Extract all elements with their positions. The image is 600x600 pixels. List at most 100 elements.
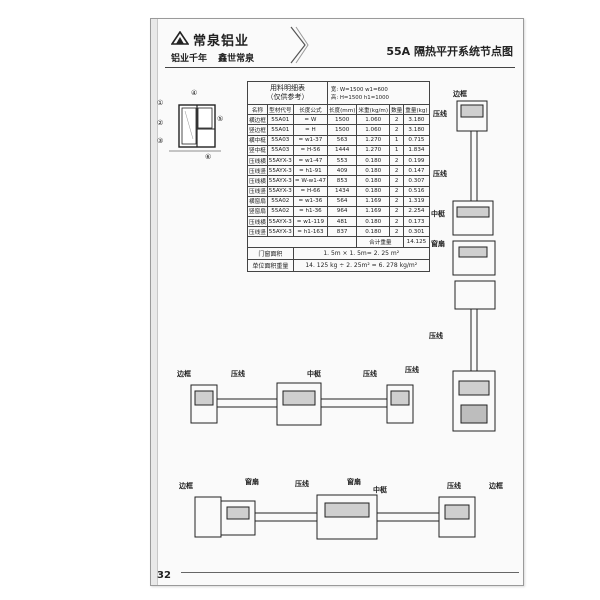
callout-row1-press1: 压线 — [231, 370, 245, 378]
slogan-part-2: 鑫世常泉 — [218, 54, 255, 64]
window-layout-thumbnail — [169, 104, 221, 152]
spec-cell: 2 — [389, 185, 405, 197]
spec-cell: 0.307 — [403, 175, 430, 187]
callout-row1-frame: 边框 — [177, 370, 191, 378]
spec-cell: 压线竖 — [247, 226, 268, 238]
spec-cell: 55A03 — [266, 134, 294, 146]
callout-sash-right: 窗扇 — [431, 240, 445, 248]
callout-row2-mullion: 中梃 — [373, 486, 387, 494]
spec-total-row: 合计重量 14.125 — [246, 236, 430, 248]
catalog-page: 常泉铝业 铝业千年 鑫世常泉 55A 隔热平开系统节点图 ① ② ③ ④ ⑤ ⑥… — [150, 18, 524, 586]
spec-header-row: 名称 型材代号 长度公式 长度(mm) 米重(kg/m) 数量 重量(kg) — [247, 103, 430, 116]
page-spine — [151, 19, 158, 585]
spec-cell: 2 — [389, 175, 405, 187]
spec-cell: 55A02 — [266, 195, 294, 207]
spec-cell: = w1-119 — [292, 216, 328, 228]
brand-banner: 常泉铝业 铝业千年 鑫世常泉 — [165, 27, 291, 64]
horizontal-section-row1 — [190, 382, 414, 426]
spec-cell: 2 — [389, 226, 405, 238]
spec-cell: 1.060 — [356, 124, 391, 136]
spec-cell: 1.060 — [356, 114, 391, 126]
spec-cell: 55AYX-3 — [266, 154, 294, 167]
spec-cell: 压线横 — [247, 154, 268, 167]
spec-table-dims: 宽: W=1500 w1=600 高: H=1500 h1=1000 — [326, 81, 430, 105]
brand-name: 常泉铝业 — [193, 34, 250, 49]
spec-cell: 481 — [326, 216, 358, 228]
spec-cell: 563 — [326, 134, 358, 146]
spec-cell: 0.180 — [356, 175, 391, 187]
spec-cell: 3.180 — [403, 114, 430, 126]
spec-cell: 1.270 — [356, 134, 391, 146]
spec-cell: 竖窗扇 — [247, 205, 268, 218]
marker-4: ④ — [191, 89, 198, 97]
spec-cell: 55A02 — [266, 205, 294, 218]
marker-3: ③ — [157, 137, 164, 145]
brand-logo-icon — [171, 31, 189, 45]
brand-slogan: 铝业千年 鑫世常泉 — [171, 51, 262, 64]
spec-cell: = w1-36 — [292, 195, 328, 207]
callout-row2-press1: 压线 — [295, 480, 309, 488]
spec-table-title: 用料明细表 （仅供参考） — [247, 81, 328, 105]
spec-cell: 1.169 — [356, 205, 391, 218]
spec-cell: 2.254 — [403, 205, 430, 218]
spec-cell: 0.180 — [356, 154, 391, 167]
spec-cell: 横窗扇 — [247, 195, 268, 207]
bottom-rule — [181, 572, 519, 573]
vertical-section-drawing — [452, 100, 496, 432]
spec-cell: 横边框 — [247, 114, 268, 126]
spec-cell: 1500 — [326, 124, 358, 136]
spec-cell: 1.270 — [356, 144, 391, 156]
spec-cell: 竖边框 — [247, 124, 268, 136]
spec-cell: 55AYX-3 — [266, 185, 294, 197]
spec-area-row: 门窗面积 1. 5m × 1. 5m= 2. 25 m² — [247, 246, 430, 260]
spec-cell: 853 — [326, 175, 358, 187]
callout-press-top: 压线 — [433, 110, 447, 118]
spec-cell: 2 — [389, 114, 405, 126]
page-number: 32 — [157, 570, 171, 581]
spec-cell: 3.180 — [403, 124, 430, 136]
callout-mullion-right: 中梃 — [431, 210, 445, 218]
spec-cell: 0.180 — [356, 165, 391, 177]
spec-cell: 1434 — [326, 185, 358, 197]
slogan-part-1: 铝业千年 — [171, 54, 208, 64]
spec-cell: 0.180 — [356, 226, 391, 238]
spec-cell: 55A01 — [266, 114, 294, 126]
marker-5: ⑤ — [217, 115, 224, 123]
spec-unit-weight-row: 单位面积重量 14. 125 kg ÷ 2. 25m² = 6. 278 kg/… — [247, 258, 430, 272]
callout-press-mid: 压线 — [433, 170, 447, 178]
spec-cell: 2 — [389, 165, 405, 177]
spec-cell: 压线竖 — [247, 165, 268, 177]
callout-row1-press2: 压线 — [363, 370, 377, 378]
spec-cell: 1 — [389, 144, 405, 156]
spec-cell: = W — [292, 114, 328, 126]
spec-cell: 553 — [326, 154, 358, 167]
spec-cell: 0.173 — [403, 216, 430, 228]
spec-cell: = h1-91 — [292, 165, 328, 177]
page-header: 常泉铝业 铝业千年 鑫世常泉 55A 隔热平开系统节点图 — [165, 25, 515, 68]
spec-cell: = w1-47 — [292, 154, 328, 167]
material-spec-table: 用料明细表 （仅供参考） 宽: W=1500 w1=600 高: H=1500 … — [246, 81, 430, 272]
spec-cell: 0.180 — [356, 216, 391, 228]
spec-cell: 0.516 — [403, 185, 430, 197]
spec-cell: 横中梃 — [247, 134, 268, 146]
series-title: 55A 隔热平开系统节点图 — [386, 45, 513, 58]
spec-cell: 837 — [326, 226, 358, 238]
spec-cell: 55AYX-3 — [266, 216, 294, 228]
spec-cell: = h1-163 — [292, 226, 328, 238]
spec-cell: 0.199 — [403, 154, 430, 167]
horizontal-section-row2 — [194, 494, 476, 540]
spec-cell: 55AYX-3 — [266, 165, 294, 177]
header-chevron-icon — [290, 26, 309, 64]
spec-cell: = H-56 — [292, 144, 328, 156]
spec-cell: 0.301 — [403, 226, 430, 238]
callout-row2-sash2: 窗扇 — [347, 478, 361, 486]
spec-cell: = H — [292, 124, 328, 136]
